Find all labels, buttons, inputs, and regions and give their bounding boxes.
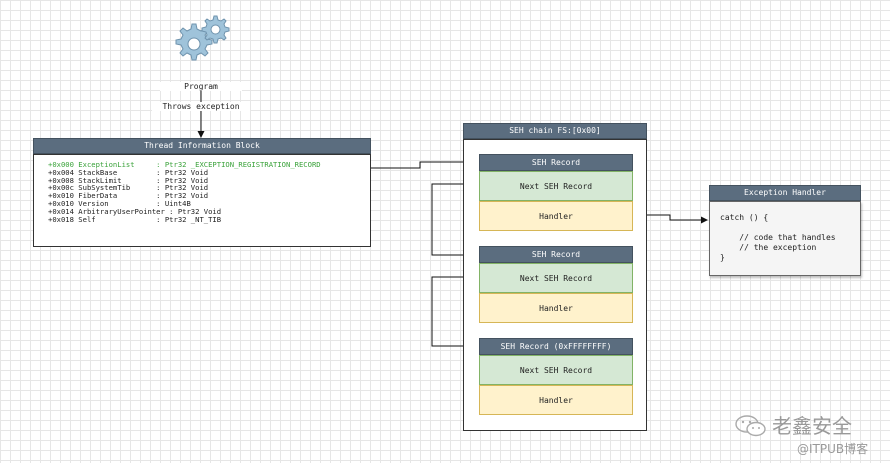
tib-fields: +0x000 ExceptionList : Ptr32 _EXCEPTION_… — [33, 154, 371, 247]
next-link-arrow-1 — [431, 183, 479, 259]
wechat-icon — [735, 415, 766, 437]
seh-record-1-title: SEH Record — [479, 154, 633, 171]
watermark-subtitle: @ITPUB博客 — [797, 442, 869, 456]
tib-field: +0x018 Self : Ptr32 _NT_TIB — [48, 214, 222, 224]
seh-record-2-handler: Handler — [479, 293, 633, 323]
seh-record-2-next: Next SEH Record — [479, 263, 633, 293]
tib-field: +0x004 StackBase : Ptr32 Void — [48, 167, 209, 177]
tib-field: +0x010 FiberData : Ptr32 Void — [48, 191, 209, 201]
exceptionlist-arrow — [370, 158, 478, 169]
tib-field: +0x010 Version : Uint4B — [48, 198, 191, 208]
seh-record-3-title: SEH Record (0xFFFFFFFF) — [479, 338, 633, 355]
tib-field: +0x00c SubSystemTib : Ptr32 Void — [48, 183, 209, 193]
program-label: Program — [160, 82, 242, 91]
next-link-arrow-2 — [431, 276, 479, 350]
gears-icon — [175, 15, 230, 61]
tib-field: +0x014 ArbitraryUserPointer : Ptr32 Void — [48, 206, 222, 216]
seh-record-1-next: Next SEH Record — [479, 171, 633, 201]
seh-record-1-handler: Handler — [479, 201, 633, 231]
seh-record-3-handler: Handler — [479, 385, 633, 415]
seh-record-3-next: Next SEH Record — [479, 355, 633, 385]
handler-arrow — [633, 214, 708, 224]
tib-field: +0x008 StackLimit : Ptr32 Void — [48, 175, 209, 185]
watermark-title: 老鑫安全 — [772, 414, 852, 438]
seh-chain-title: SEH chain FS:[0x00] — [463, 123, 647, 139]
exception-handler-code: catch () { // code that handles // the e… — [709, 201, 861, 276]
seh-record-2-title: SEH Record — [479, 246, 633, 263]
exception-handler-title: Exception Handler — [709, 185, 861, 201]
tib-field: +0x000 ExceptionList : Ptr32 _EXCEPTION_… — [48, 160, 321, 169]
tib-title: Thread Information Block — [33, 138, 371, 154]
throws-exception-label: Throws exception — [152, 102, 250, 111]
